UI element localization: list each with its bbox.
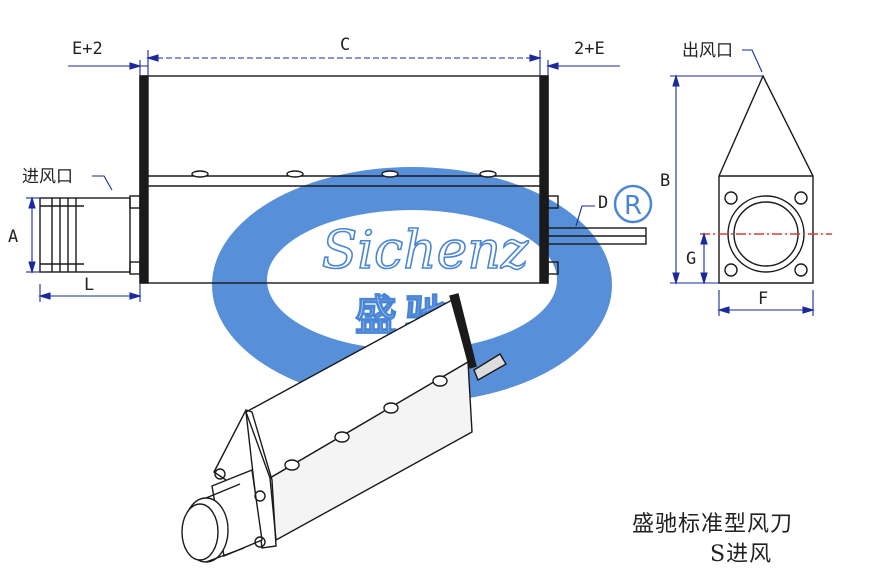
side-bolt-tr xyxy=(794,191,808,205)
bolt-left-bottom xyxy=(129,261,141,275)
front-view xyxy=(39,75,647,284)
side-dimensions xyxy=(670,49,815,316)
side-bolt-bl xyxy=(724,263,738,277)
watermark-ellipse-inner xyxy=(267,210,557,350)
bolt-left-top xyxy=(129,195,141,209)
inlet-pipe xyxy=(39,197,131,273)
registered-mark xyxy=(613,184,653,224)
bolt-right-top xyxy=(547,195,559,209)
caption-subtitle: S进风 xyxy=(710,542,773,567)
isometric-view xyxy=(181,293,507,563)
caption-title: 盛驰标准型风刀 xyxy=(632,512,794,537)
registered-letter: R xyxy=(624,191,642,221)
dim-f: F xyxy=(758,289,768,309)
watermark-latin: Sichenz xyxy=(322,221,529,281)
side-dimension-labels: 出风口 B G F xyxy=(660,41,768,309)
side-bolt-tl xyxy=(724,191,738,205)
seam-screws xyxy=(191,170,497,178)
front-dimensions xyxy=(26,50,620,302)
iso-end-plate-right xyxy=(449,293,477,369)
side-outline xyxy=(718,74,814,284)
dim-a: A xyxy=(8,227,18,247)
iso-outlet-nozzle xyxy=(473,353,507,382)
dim-c: C xyxy=(340,35,350,55)
iso-inlet xyxy=(181,468,266,563)
dim-g: G xyxy=(686,249,696,269)
dim-l: L xyxy=(84,275,94,295)
dim-2-plus-e: 2+E xyxy=(574,39,605,59)
side-bolt-br xyxy=(794,263,808,277)
label-inlet: 进风口 xyxy=(22,167,73,187)
side-view xyxy=(700,74,832,284)
dim-e-plus-2: E+2 xyxy=(72,39,103,59)
end-plate-left xyxy=(139,75,149,284)
label-outlet: 出风口 xyxy=(682,41,733,61)
end-plate-right xyxy=(539,75,549,284)
dim-b: B xyxy=(660,171,670,191)
dim-d: D xyxy=(598,193,608,213)
front-dimension-labels: E+2 C 2+E A L D 进风口 xyxy=(8,35,608,295)
iso-screws xyxy=(284,375,448,471)
bolt-right-bottom xyxy=(547,261,559,275)
